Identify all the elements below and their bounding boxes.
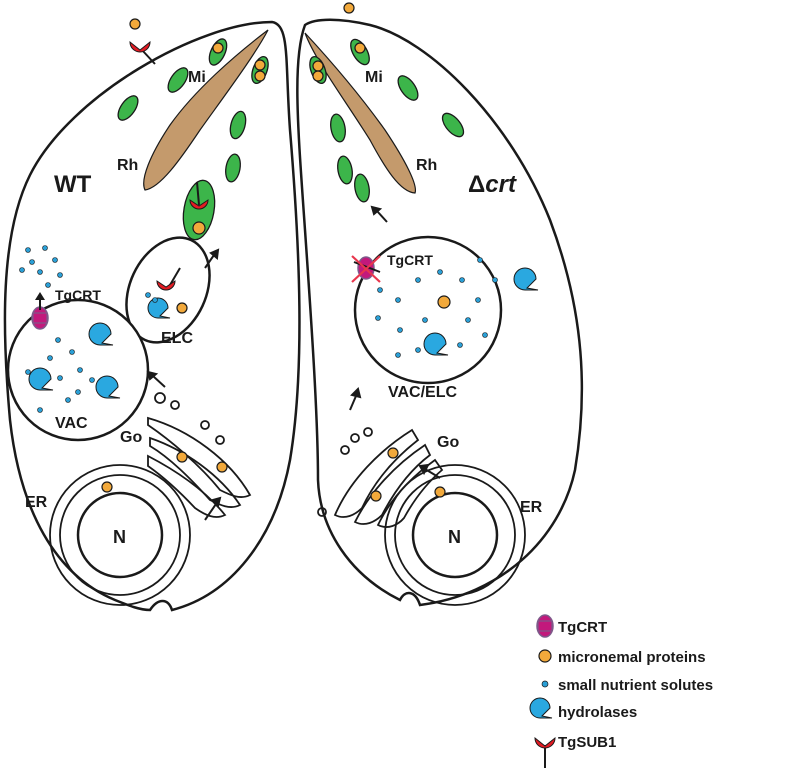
trafficking-arrows-left: [146, 248, 222, 521]
rhoptry-right: [304, 32, 417, 194]
rh-label-right: Rh: [416, 157, 437, 174]
rh-label-left: Rh: [117, 157, 138, 174]
rhoptry-left: [143, 29, 269, 191]
tgcrt-transporter-left: [31, 292, 49, 330]
nucleus-label-right: N: [448, 527, 461, 547]
hydrolase-icon: [529, 697, 553, 719]
go-label-left: Go: [120, 429, 142, 446]
tgsub1-in-microneme-left: [189, 181, 209, 210]
legend-label-small-nutrient-solutes: small nutrient solutes: [558, 677, 713, 694]
vac-elc-label: VAC/ELC: [388, 384, 457, 401]
crt-parasite: [296, 2, 584, 607]
legend-label-hydrolases: hydrolases: [558, 704, 637, 721]
legend-label-tgcrt: TgCRT: [558, 619, 607, 636]
er-right: [384, 464, 526, 606]
golgi-left: [147, 392, 252, 518]
secreted-protein-right: [343, 2, 355, 14]
nucleus-right: [411, 491, 499, 579]
solutes-outside-vac-left: [19, 245, 63, 288]
elc-label: ELC: [161, 330, 193, 347]
vac-compartment: [6, 298, 150, 442]
tgsub1-secreted-left: [129, 18, 156, 65]
tgcrt-absent-right: [351, 255, 381, 283]
legend-label-micronemal-proteins: micronemal proteins: [558, 649, 706, 666]
wt-label: WT: [54, 171, 92, 198]
tgcrt-label-right: TgCRT: [387, 252, 433, 268]
legend: TgCRT micronemal proteins small nutrient…: [529, 614, 713, 768]
mi-label-left: Mi: [188, 69, 206, 86]
elc-compartment: [125, 236, 211, 344]
er-label-right: ER: [520, 499, 543, 516]
legend-label-tgsub1: TgSUB1: [558, 734, 616, 751]
er-left: [49, 464, 191, 606]
mi-label-right: Mi: [365, 69, 383, 86]
go-label-right: Go: [437, 434, 459, 451]
wt-parasite: [3, 18, 301, 612]
crt-label: Δcrt: [468, 171, 517, 198]
trafficking-arrows-right: [349, 205, 441, 479]
tgsub1-icon: [534, 736, 556, 768]
tgcrt-icon: [536, 614, 554, 638]
vac-label: VAC: [55, 415, 88, 432]
nutrient-solute-icon: [541, 680, 549, 688]
er-label-left: ER: [25, 494, 48, 511]
tgcrt-label-left: TgCRT: [55, 287, 101, 303]
nucleus-label-left: N: [113, 527, 126, 547]
vac-elc-compartment: [353, 235, 539, 385]
micronemal-protein-icon: [538, 649, 552, 663]
nucleus-left: [76, 491, 164, 579]
